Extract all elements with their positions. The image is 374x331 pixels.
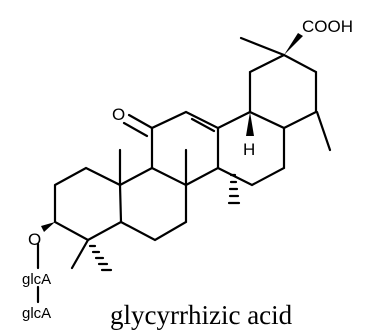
methyl-c20 — [315, 110, 332, 152]
label-hydrogen: H — [243, 140, 255, 159]
wedge-bond-c18-h — [246, 112, 254, 136]
ring-c — [150, 110, 220, 187]
gem-dimethyl-c4 — [70, 238, 113, 272]
label-sugar-1: glcA — [22, 271, 51, 288]
ring-e — [248, 53, 318, 130]
wedge-bond-c20-cooh — [284, 33, 303, 55]
methyl-groups — [118, 36, 332, 187]
label-sugar-2: glcA — [22, 305, 51, 322]
ketone-group — [122, 113, 154, 138]
hashed-methyl-c14 — [227, 173, 241, 205]
label-ketone-oxygen: O — [112, 105, 125, 124]
compound-name: glycyrrhizic acid — [110, 300, 293, 330]
label-cooh: COOH — [302, 17, 353, 36]
ring-a — [53, 166, 123, 242]
ring-b — [118, 166, 188, 242]
double-bond-c12-c13 — [190, 117, 216, 133]
methyl-c20-top — [239, 36, 286, 57]
label-ether-oxygen: O — [28, 230, 41, 249]
ring-d — [216, 110, 286, 187]
wedge-bond-c3-o — [41, 222, 55, 232]
